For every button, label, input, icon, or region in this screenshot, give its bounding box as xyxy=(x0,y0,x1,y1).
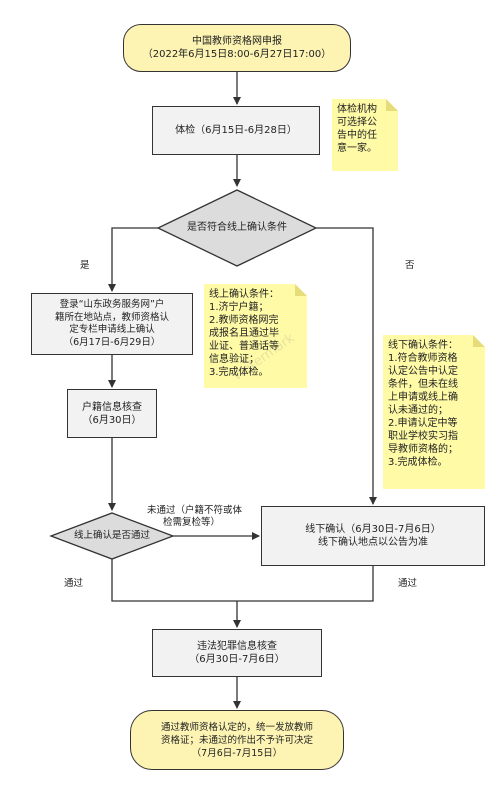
end-line1: 通过教师资格认定的，统一发放教师 xyxy=(160,721,313,733)
offline-confirm-line1: 线下确认（6月30日-7月6日） xyxy=(305,524,441,535)
start-line2: （2022年6月15日8:00-6月27日17:00） xyxy=(142,49,332,60)
edge-no xyxy=(316,227,377,505)
household-check-line1: 户籍信息核查 xyxy=(82,401,142,413)
physical-exam-label: 体检（6月15日-6月28日） xyxy=(175,125,297,136)
note-exam: 体检机构 可选择公 告中的任 意一家。 xyxy=(332,99,398,171)
start-line1: 中国教师资格网申报 xyxy=(191,36,282,47)
decision-pass-label: 线上确认是否通过 xyxy=(73,530,150,541)
offline-confirm-node: 线下确认（6月30日-7月6日） 线下确认地点以公告为准 xyxy=(261,506,485,566)
edge-pass-right xyxy=(237,566,374,602)
end-line2: 资格证；未通过的作出不予许可决定 xyxy=(160,734,313,746)
physical-exam-node: 体检（6月15日-6月28日） xyxy=(152,106,320,155)
edge-yes xyxy=(108,227,158,292)
online-register-line4: （6月17日-6月29日） xyxy=(63,336,161,348)
decision-online-label: 是否符合线上确认条件 xyxy=(187,222,287,233)
label-no: 否 xyxy=(405,260,415,271)
label-pass-left: 通过 xyxy=(64,578,84,589)
online-register-node: 登录“山东政务服务网”户 籍所在地站点，教师资格认 定专栏申请线上确认 （6月1… xyxy=(31,293,193,355)
edge-pass-left xyxy=(111,559,237,602)
crime-check-line1: 违法犯罪信息核查 xyxy=(196,641,277,652)
decision-online-shape xyxy=(156,189,318,267)
note-online: 线上确认条件： 1.济宁户籍； 2.教师资格网完 成报名且通过毕 业证、普通话等… xyxy=(204,284,307,388)
household-check-line2: （6月30日） xyxy=(82,414,142,426)
label-not-pass: 未通过（户籍不符或体 检需复检等） xyxy=(147,505,242,529)
end-node: 通过教师资格认定的，统一发放教师 资格证；未通过的作出不予许可决定 （7月6日-… xyxy=(130,710,344,770)
online-register-line1: 登录“山东政务服务网”户 xyxy=(59,299,165,310)
label-not-pass-line2: 检需复检等） xyxy=(163,517,221,528)
offline-confirm-line2: 线下确认地点以公告为准 xyxy=(317,537,428,548)
household-check-node: 户籍信息核查 （6月30日） xyxy=(67,389,157,438)
label-yes: 是 xyxy=(80,260,90,271)
online-register-line2: 籍所在地站点，教师资格认 xyxy=(54,311,169,323)
start-node: 中国教师资格网申报 （2022年6月15日8:00-6月27日17:00） xyxy=(123,24,351,72)
end-line3: （7月6日-7月15日） xyxy=(191,747,283,759)
crime-check-line2: （6月30日-7月6日） xyxy=(189,654,285,665)
crime-check-node: 违法犯罪信息核查 （6月30日-7月6日） xyxy=(152,629,322,677)
label-pass-right: 通过 xyxy=(398,578,418,589)
note-offline: 线下确认条件： 1.符合教师资格 认定公告中认定 条件，但未在线 上申请或线上确… xyxy=(383,335,485,489)
label-not-pass-line1: 未通过（户籍不符或体 xyxy=(147,505,243,516)
online-register-line3: 定专栏申请线上确认 xyxy=(69,324,155,335)
